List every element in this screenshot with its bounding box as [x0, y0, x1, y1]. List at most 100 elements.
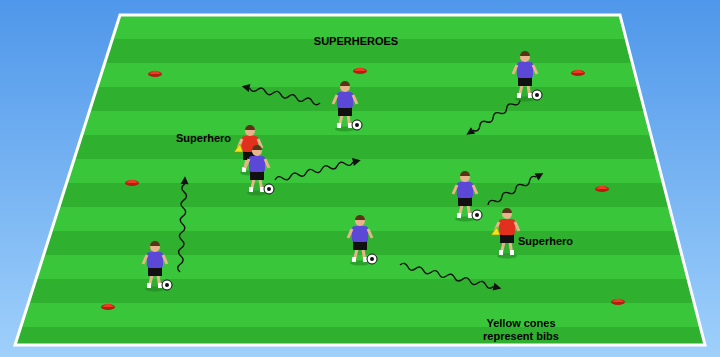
sock [352, 257, 356, 262]
cone-base [571, 70, 585, 76]
grass-stripe [0, 111, 720, 135]
cone-top [102, 304, 114, 308]
arm [353, 95, 357, 104]
grass-stripe [0, 255, 720, 279]
ball-patch [370, 257, 374, 261]
marker-cone [595, 186, 609, 193]
dribble-arrow [464, 97, 522, 139]
cone-base [101, 304, 115, 310]
player-label-slot: Superhero [176, 128, 231, 146]
head [502, 209, 512, 219]
drill-figures [101, 51, 625, 310]
sock [499, 250, 503, 255]
arm [348, 229, 352, 238]
grass-stripe [0, 303, 720, 327]
player [491, 208, 519, 259]
sock [249, 187, 253, 192]
arm [143, 255, 147, 264]
head [460, 172, 470, 182]
ball-patch [475, 213, 479, 217]
ball [352, 120, 362, 130]
arm [163, 255, 167, 264]
grass-stripe [0, 87, 720, 111]
marker-cone [353, 68, 367, 75]
note-label-slot: Yellow cones represent bibs [471, 317, 571, 344]
marker-cone [101, 304, 115, 311]
player [348, 215, 377, 266]
player [513, 51, 542, 102]
shirt [499, 219, 515, 235]
player [453, 171, 482, 222]
cone-base [611, 299, 625, 305]
dribble-path [399, 263, 494, 289]
shorts [518, 77, 532, 86]
head [355, 216, 365, 226]
grass-stripe [0, 279, 720, 303]
dribble-path [178, 184, 188, 272]
arm [333, 95, 337, 104]
drill-title-slot: SUPERHEROES [314, 31, 398, 49]
sock [337, 123, 341, 128]
grass-stripe [0, 63, 720, 87]
arrow-head [493, 283, 503, 293]
pitch-border [15, 15, 705, 345]
shorts [353, 241, 367, 250]
shirt [517, 62, 533, 78]
head [150, 242, 160, 252]
player-label: Superhero [518, 235, 573, 248]
arrow-head [464, 127, 475, 138]
arm [515, 222, 519, 231]
pitch-stripes [0, 15, 720, 351]
cone-base [125, 180, 139, 186]
sock [158, 283, 162, 288]
ball [532, 90, 542, 100]
marker-cone [148, 71, 162, 78]
hair [520, 51, 530, 56]
ball-patch [355, 123, 359, 127]
hair [340, 81, 350, 86]
yellow-cone [491, 227, 500, 235]
arm [513, 65, 517, 74]
sock [528, 93, 532, 98]
shorts [250, 171, 264, 180]
arm [265, 159, 269, 168]
cone-base [148, 71, 162, 77]
grass-stripe [0, 135, 720, 159]
shorts [338, 107, 352, 116]
ball [162, 280, 172, 290]
sock [363, 257, 367, 262]
player-label: Superhero [176, 132, 231, 145]
marker-cone [125, 180, 139, 187]
arrow-head [352, 156, 362, 166]
cone-base [595, 186, 609, 192]
arrow-head [181, 176, 189, 184]
hair [460, 171, 470, 176]
shirt [457, 182, 473, 198]
dribble-path [487, 175, 538, 207]
cone-top [612, 299, 624, 303]
ball-patch [535, 93, 539, 97]
cone-top [596, 186, 608, 190]
grass-stripe [0, 327, 720, 351]
dribble-arrow [241, 82, 321, 106]
drill-title: SUPERHEROES [314, 35, 398, 48]
player [245, 145, 274, 196]
arrow-head [534, 170, 545, 181]
sock [457, 213, 461, 218]
dribble-arrow [486, 170, 545, 209]
arrow-head [241, 82, 250, 91]
cone-top [354, 68, 366, 72]
sock [260, 187, 264, 192]
cone-top [149, 71, 161, 75]
sock [348, 123, 352, 128]
hair [355, 215, 365, 220]
arm [245, 159, 249, 168]
shorts [148, 267, 162, 276]
player [333, 81, 362, 132]
arm [473, 185, 477, 194]
head [520, 52, 530, 62]
shirt [249, 156, 265, 172]
